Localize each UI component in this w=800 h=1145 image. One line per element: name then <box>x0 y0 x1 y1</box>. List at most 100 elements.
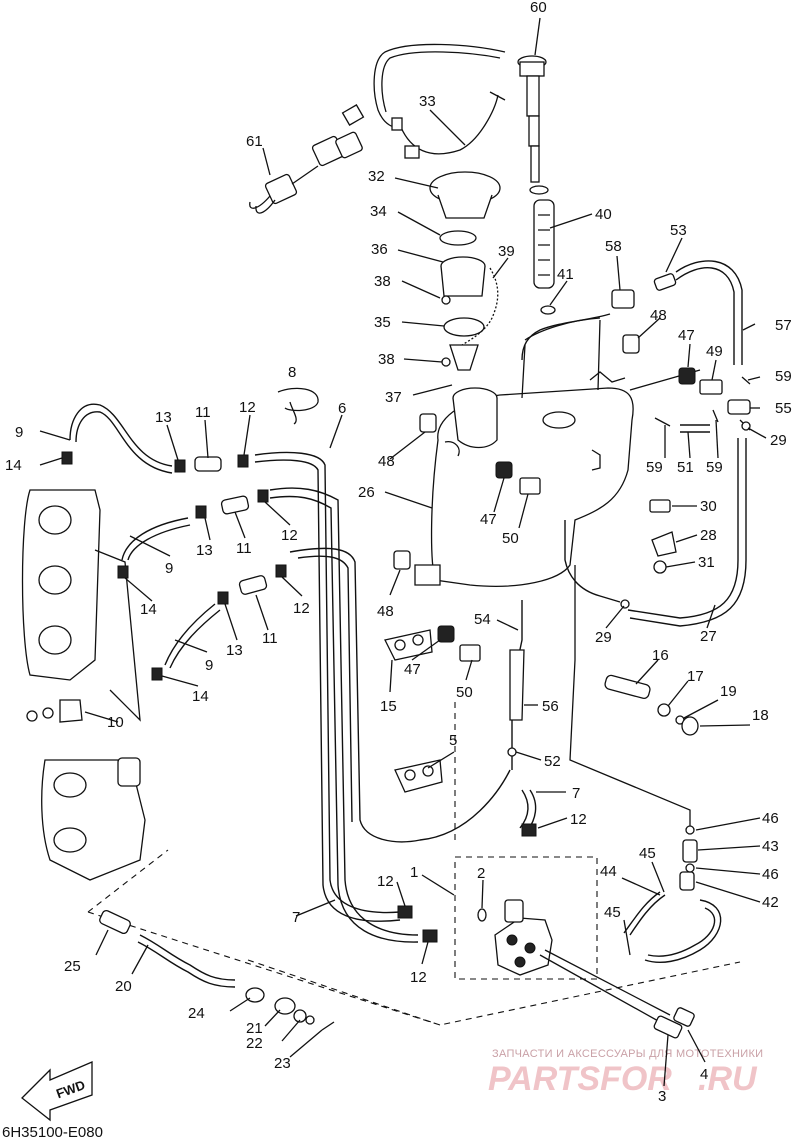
callout-29-right: 29 <box>770 432 787 449</box>
callout-1: 1 <box>410 864 418 881</box>
callout-56: 56 <box>542 698 559 715</box>
pump-shaft-line-b <box>544 949 671 1016</box>
callout-12-upper: 12 <box>239 399 256 416</box>
filter-40 <box>533 199 555 289</box>
screw-38-upper <box>441 295 451 305</box>
valve-58 <box>611 289 635 309</box>
harness-tie <box>404 145 420 159</box>
filler-cap-skirt <box>437 194 493 219</box>
carb-port-a <box>53 772 87 798</box>
callout-25: 25 <box>64 958 81 975</box>
pump-port-c <box>514 956 526 968</box>
callout-36: 36 <box>371 241 388 258</box>
hose-7-a <box>269 487 419 936</box>
callout-48-upper: 48 <box>650 307 667 324</box>
clip-5-hole-b <box>422 765 434 777</box>
joint-43 <box>682 839 698 863</box>
carb-float <box>117 757 141 787</box>
harness-end <box>489 91 506 101</box>
callout-38-upper: 38 <box>374 273 391 290</box>
harness-loop <box>399 94 499 155</box>
callout-50-lower: 50 <box>456 684 473 701</box>
grommet-47-c <box>437 625 455 643</box>
pump-top <box>504 899 524 923</box>
hose-57-inner <box>675 267 735 365</box>
clamp-12-f <box>521 823 537 837</box>
callout-59-right: 59 <box>775 368 792 385</box>
cylinder-block <box>21 489 141 723</box>
callout-23: 23 <box>274 1055 291 1072</box>
grommet-48-b <box>622 334 640 354</box>
clamp-10 <box>59 699 83 723</box>
pump-output-fittings <box>653 1007 695 1039</box>
callout-57: 57 <box>775 317 792 334</box>
collar-50-a <box>519 477 541 495</box>
hose-7-b <box>269 495 419 943</box>
gasket-34 <box>439 230 477 246</box>
callout-27: 27 <box>700 628 717 645</box>
callout-13-upper: 13 <box>155 409 172 426</box>
circlip-22 <box>305 1015 315 1025</box>
pipe-20 <box>137 934 236 988</box>
tank-filler-throat <box>452 397 498 449</box>
callout-58: 58 <box>605 238 622 255</box>
callout-26: 26 <box>358 484 375 501</box>
bracket-37 <box>449 344 479 371</box>
callout-2: 2 <box>477 865 485 882</box>
callout-9-middle: 9 <box>165 560 173 577</box>
fwd-arrow: FWD <box>21 1061 93 1122</box>
bolt-30 <box>649 499 671 513</box>
bushing-18 <box>681 716 699 736</box>
watermark-brand: PARTSFOR <box>488 1060 672 1098</box>
filler-cap-group <box>429 171 501 371</box>
watermark: ЗАПЧАСТИ И АКСЕССУАРЫ ДЛЯ МОТОТЕХНИКИ PA… <box>488 1048 763 1098</box>
clip-15-hole-a <box>394 639 406 651</box>
oil-injection-lines <box>61 387 319 681</box>
clamp-12-a <box>237 454 249 468</box>
hose-51 <box>680 424 710 433</box>
hose-45 <box>644 899 722 963</box>
joint-42 <box>679 871 695 891</box>
watermark-suffix: .RU <box>698 1060 758 1098</box>
oil-level-sensor-harness <box>249 43 549 214</box>
nut-31 <box>653 560 667 574</box>
grommet-48-a <box>419 413 437 433</box>
callout-43: 43 <box>762 838 779 855</box>
callout-8: 8 <box>288 364 296 381</box>
callout-54: 54 <box>474 611 491 628</box>
callout-39: 39 <box>498 243 515 260</box>
callout-7-upper: 7 <box>572 785 580 802</box>
callout-47-lower: 47 <box>404 661 421 678</box>
clip-46-a <box>685 825 695 835</box>
oil-line-9-middle <box>121 517 191 561</box>
gasket-35 <box>443 317 485 337</box>
callout-28: 28 <box>700 527 717 544</box>
callout-7-lower: 7 <box>292 909 300 926</box>
tank-vent <box>589 371 626 383</box>
tee-55 <box>727 399 751 415</box>
callout-14-lower: 14 <box>192 688 209 705</box>
callout-37: 37 <box>385 389 402 406</box>
callout-31: 31 <box>698 554 715 571</box>
clip-8 <box>277 387 319 425</box>
callout-50-upper: 50 <box>502 530 519 547</box>
callout-10: 10 <box>107 714 124 731</box>
callout-59-left: 59 <box>646 459 663 476</box>
hose-return <box>289 547 511 843</box>
callout-55: 55 <box>775 400 792 417</box>
callout-29-lower: 29 <box>595 629 612 646</box>
hose-6-a <box>254 451 401 914</box>
o-ring-2 <box>477 908 487 922</box>
collar-50-b <box>459 644 481 662</box>
callout-14-upper: 14 <box>5 457 22 474</box>
oil-level-sensor-60 <box>517 55 549 195</box>
right-hoses <box>521 260 751 627</box>
screw-38-lower <box>441 357 451 367</box>
oil-line-9-lower <box>164 603 221 669</box>
delivery-hoses <box>254 451 691 943</box>
callout-3: 3 <box>658 1088 666 1105</box>
chain-39 <box>461 267 499 346</box>
joint-49 <box>699 379 723 395</box>
clamp-12-c <box>275 564 287 578</box>
oil-line-9-upper <box>69 403 173 474</box>
